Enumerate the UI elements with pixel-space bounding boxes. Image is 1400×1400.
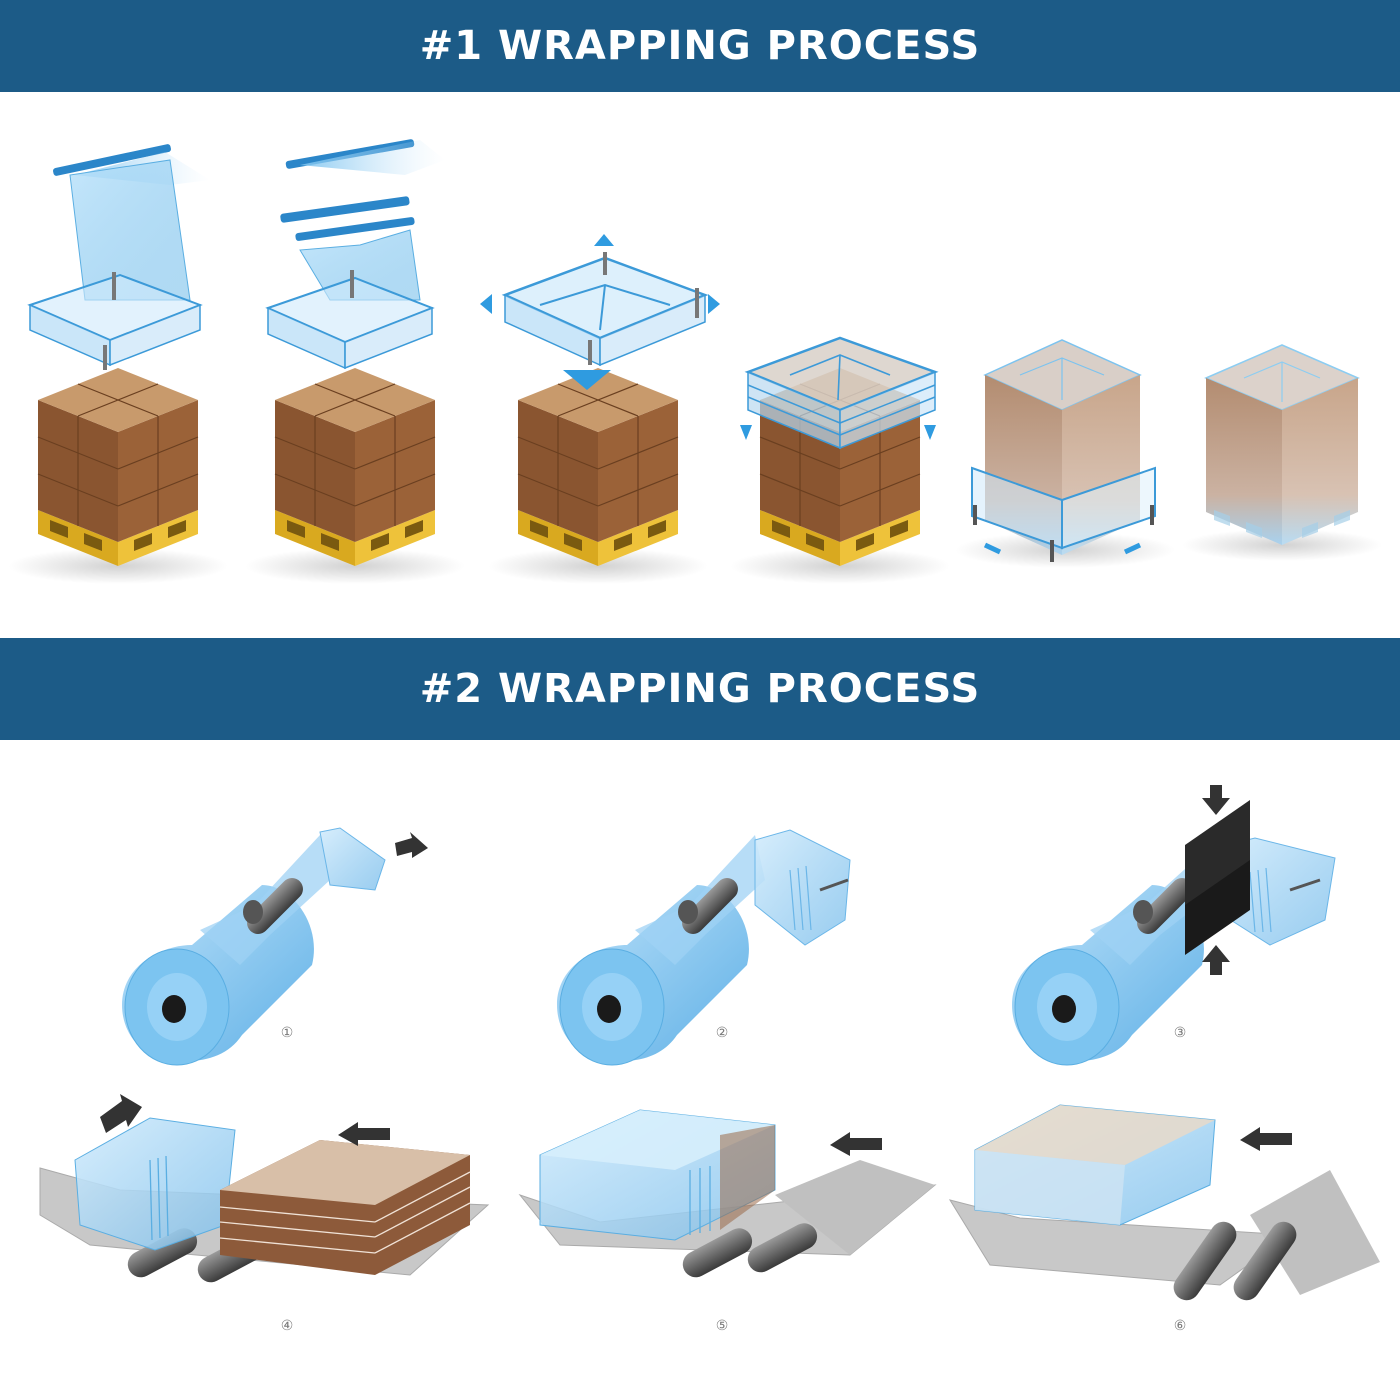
curved-arrow-right-icon (1123, 542, 1142, 555)
step5-hood-covering (955, 339, 1175, 568)
step5-cartons-in-tube: ⑤ (518, 1109, 937, 1334)
section2-diagram: ① ② ③ (0, 740, 1400, 1400)
tube-film-wrapping-diagram: ① ② ③ (39, 785, 1380, 1334)
step5-number: ⑤ (716, 1318, 729, 1334)
step2-film-cut (244, 139, 466, 585)
arrow-left-out-icon (100, 1094, 142, 1133)
arrow-left-in-icon (338, 1122, 390, 1146)
step6-package-finished: ⑥ (948, 1104, 1380, 1334)
sealing-jaw-bottom (1185, 860, 1250, 955)
arrow-left-icon (480, 294, 492, 314)
step3-number: ③ (1174, 1025, 1187, 1041)
pallet-hood-wrapping-diagram (7, 139, 1382, 585)
arrow-up-icon (1202, 945, 1230, 975)
arrow-right-icon (395, 832, 428, 858)
arrow-left-icon (830, 1132, 882, 1156)
step1-number: ① (281, 1025, 294, 1041)
arrow-down-right-icon (924, 425, 936, 440)
arrow-down-left-icon (740, 425, 752, 440)
step4-cartons-pushed-in: ④ (39, 1094, 490, 1334)
section2-title-banner: #2 WRAPPING PROCESS (0, 638, 1400, 740)
step2-number: ② (716, 1025, 729, 1041)
step6-number: ⑥ (1174, 1318, 1187, 1334)
section1-title-banner: #1 WRAPPING PROCESS (0, 0, 1400, 92)
step4-hood-lowering (729, 336, 951, 585)
section1-title: #1 WRAPPING PROCESS (419, 23, 981, 69)
step2-film-fed: ② (556, 829, 851, 1066)
arrow-down-icon (563, 370, 611, 390)
step4-number: ④ (281, 1318, 294, 1334)
section2-title: #2 WRAPPING PROCESS (419, 666, 981, 712)
arrow-right-icon (708, 294, 720, 314)
section1-diagram (0, 92, 1400, 638)
arrow-up-icon (594, 234, 614, 246)
step6-wrapped-pallet (1182, 344, 1382, 561)
step1-film-opening (7, 144, 229, 585)
arrow-left-icon (1240, 1127, 1292, 1151)
step3-hood-stretched (480, 234, 720, 585)
step1-film-unwind: ① (121, 827, 428, 1066)
curved-arrow-left-icon (983, 542, 1002, 555)
arrow-down-icon (1202, 785, 1230, 815)
step3-film-sealed: ③ (1011, 785, 1336, 1066)
